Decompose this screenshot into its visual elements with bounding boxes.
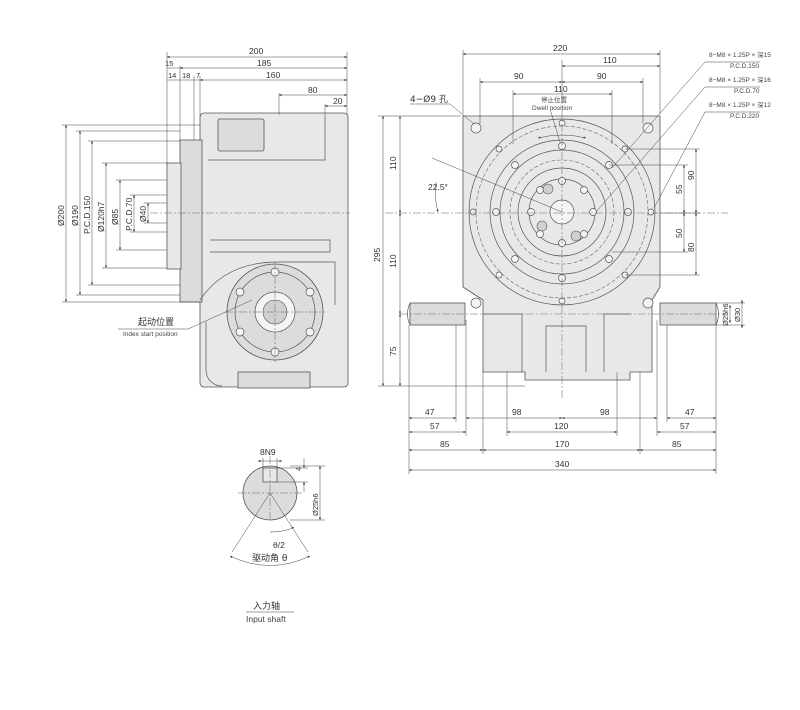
dim-80: 80 (308, 85, 318, 95)
dim-d120h7: Ø120h7 (96, 201, 106, 232)
dim-340: 340 (555, 459, 569, 469)
dim-85-left: 85 (440, 439, 450, 449)
dim-d40: Ø40 (138, 206, 148, 222)
dim-d25h6-shaft: Ø25h6 (721, 303, 730, 326)
dim-d190: Ø190 (70, 205, 80, 226)
shaft-dia: Ø25h6 (311, 493, 320, 516)
dim-47-left: 47 (425, 407, 435, 417)
dim-90-right: 90 (597, 71, 607, 81)
dim-pcd150: P.C.D.150 (82, 196, 92, 234)
callout-1-thread: 8−M8 × 1.25P × 深15 (709, 50, 771, 59)
dim-d30: Ø30 (733, 308, 742, 322)
dim-98-right: 98 (600, 407, 610, 417)
angle-22-5: 22.5° (428, 182, 448, 192)
dim-20: 20 (333, 96, 343, 106)
dim-110-upper: 110 (388, 156, 398, 170)
side-view: 起动位置 Index start position 200 185 15 14 … (56, 46, 350, 389)
dim-d200: Ø200 (56, 205, 66, 226)
front-view: 22.5° 4−Ø9 孔 停止位置 Dwell position 8−M8 × … (372, 43, 771, 474)
dim-170: 170 (555, 439, 569, 449)
dim-18: 18 (182, 71, 190, 80)
dim-295: 295 (372, 248, 382, 262)
input-shaft-title-en: Input shaft (246, 614, 286, 624)
callout-3-pcd: P.C.D.220 (730, 113, 760, 120)
dim-pcd70: P.C.D.70 (124, 197, 134, 231)
drive-angle-label: 驱动角 θ (252, 552, 288, 564)
hole-label: 4−Ø9 孔 (410, 94, 448, 105)
dim-85-right: 85 (672, 439, 682, 449)
dim-110-lower: 110 (388, 254, 398, 268)
half-angle: θ/2 (273, 540, 285, 550)
index-start-label-en: Index start position (123, 331, 178, 338)
dim-90-right-v: 90 (686, 170, 696, 180)
input-shaft-detail: 8N9 4 Ø25h6 θ/2 驱动角 θ 入力轴 Input shaft (229, 447, 325, 624)
dim-75: 75 (388, 346, 398, 356)
dim-14: 14 (168, 71, 176, 80)
dim-120: 120 (554, 421, 568, 431)
dim-7: 7 (196, 71, 200, 80)
key-label: 8N9 (260, 447, 276, 457)
dwell-label-en: Dwell position (532, 105, 572, 112)
dim-55: 55 (674, 184, 684, 194)
dim-47-right: 47 (685, 407, 695, 417)
dim-220: 220 (553, 43, 567, 53)
dim-160: 160 (266, 70, 280, 80)
dim-d85: Ø85 (110, 209, 120, 225)
callout-1-pcd: P.C.D.150 (730, 63, 760, 70)
dim-110-mid: 110 (554, 84, 568, 94)
callout-2-thread: 8−M8 × 1.25P × 深16 (709, 75, 771, 84)
dim-50: 50 (674, 228, 684, 238)
callout-3-thread: 8−M8 × 1.25P × 深12 (709, 100, 771, 109)
dim-57-left: 57 (430, 421, 440, 431)
callout-2-pcd: P.C.D.70 (734, 88, 760, 95)
dim-80: 80 (686, 242, 696, 252)
index-start-label-cn: 起动位置 (138, 316, 174, 328)
dim-185: 185 (257, 58, 271, 68)
dim-15: 15 (165, 59, 173, 68)
dim-110-top: 110 (603, 55, 617, 65)
dwell-label-cn: 停止位置 (541, 95, 568, 104)
key-depth: 4 (294, 467, 303, 471)
dim-90-left: 90 (514, 71, 524, 81)
dim-200: 200 (249, 46, 263, 56)
dim-57-right: 57 (680, 421, 690, 431)
dim-98-left: 98 (512, 407, 522, 417)
input-shaft-title-cn: 入力轴 (253, 600, 280, 612)
